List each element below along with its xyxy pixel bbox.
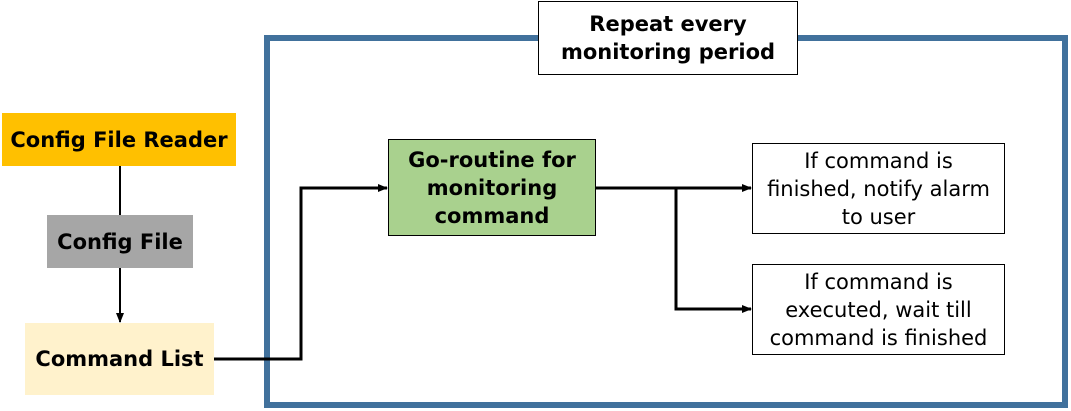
config-file-node: Config File [47, 215, 193, 268]
command-list-node: Command List [25, 323, 214, 395]
goroutine-label: Go-routine for monitoring command [408, 147, 576, 228]
command-list-label: Command List [35, 347, 204, 371]
config-file-label: Config File [57, 229, 183, 254]
finished-notify-label: If command is finished, notify alarm to … [767, 148, 990, 229]
executed-wait-node: If command is executed, wait till comman… [752, 264, 1005, 355]
goroutine-node: Go-routine for monitoring command [388, 139, 596, 236]
loop-label-text: Repeat every monitoring period [560, 12, 776, 64]
arrow-goroutine-to-executed [674, 188, 752, 313]
finished-notify-node: If command is finished, notify alarm to … [752, 143, 1005, 234]
loop-label-box: Repeat every monitoring period [538, 1, 798, 75]
arrow-command-list-to-goroutine [214, 184, 388, 361]
executed-wait-label: If command is executed, wait till comman… [769, 269, 988, 350]
config-file-reader-label: Config File Reader [10, 127, 228, 152]
config-file-reader-node: Config File Reader [2, 113, 236, 166]
